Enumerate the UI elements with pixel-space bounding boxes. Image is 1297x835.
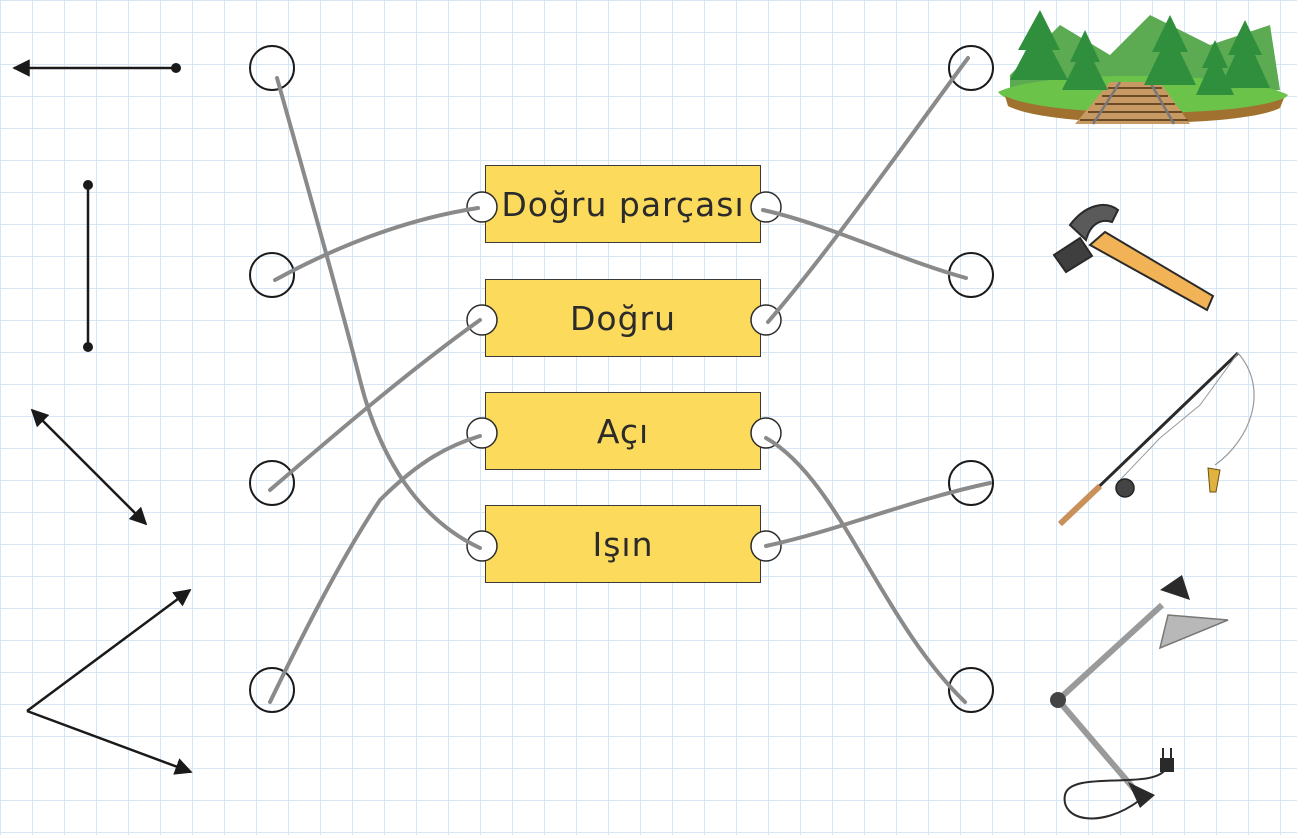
connector-line (268, 434, 482, 704)
left-circle-3[interactable] (249, 460, 295, 506)
left-circle-4[interactable] (249, 667, 295, 713)
box-circle-left-ray[interactable] (466, 530, 498, 562)
hammer-icon (1052, 204, 1215, 312)
left-circle-2[interactable] (249, 252, 295, 298)
left-circle-1[interactable] (249, 45, 295, 91)
box-circle-right-segment[interactable] (750, 191, 782, 223)
connector-line (764, 481, 992, 548)
right-circle-3[interactable] (948, 460, 994, 506)
right-circle-1[interactable] (948, 45, 994, 91)
right-circle-4[interactable] (948, 667, 994, 713)
ray-icon (12, 59, 181, 77)
connector-line (273, 206, 480, 282)
railway-track-icon (998, 10, 1288, 125)
connector-line (764, 436, 967, 704)
fishing-rod-icon (1057, 351, 1255, 527)
connector-line (275, 76, 482, 550)
box-circle-left-segment[interactable] (466, 191, 498, 223)
segment-icon (83, 180, 93, 352)
desk-lamp-icon (1050, 575, 1229, 820)
box-circle-left-angle[interactable] (466, 417, 498, 449)
angle-icon (26, 588, 193, 775)
connector-line (268, 318, 482, 492)
line-icon (30, 408, 148, 526)
connector-line (766, 56, 970, 324)
connector-line (761, 208, 968, 280)
